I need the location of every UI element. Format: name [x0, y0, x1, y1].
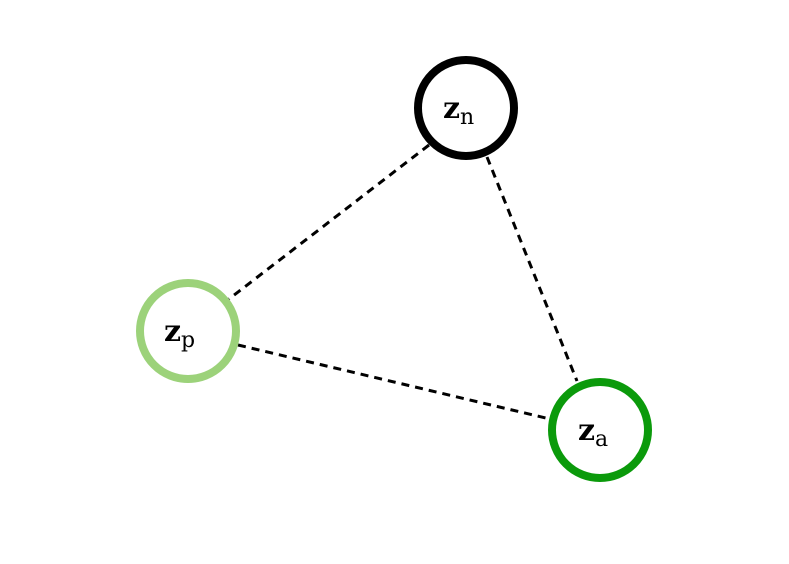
edge-p-a — [237, 343, 551, 421]
node-a-circle — [548, 378, 652, 482]
node-p-label: zp — [164, 314, 195, 353]
node-n-circle — [414, 56, 518, 160]
node-n-main: z — [443, 91, 460, 126]
node-p: zp — [136, 279, 240, 383]
node-p-main: z — [164, 314, 181, 349]
node-p-circle — [136, 279, 240, 383]
edge-n-p — [228, 143, 430, 301]
node-a-main: z — [578, 413, 595, 448]
node-p-sub: p — [181, 328, 195, 353]
node-a-label: za — [578, 413, 608, 452]
node-a: za — [548, 378, 652, 482]
node-n-sub: n — [460, 105, 474, 130]
node-n-label: zn — [443, 91, 474, 130]
node-a-sub: a — [595, 427, 608, 452]
node-n: zn — [414, 56, 518, 160]
edge-n-a — [485, 156, 579, 382]
